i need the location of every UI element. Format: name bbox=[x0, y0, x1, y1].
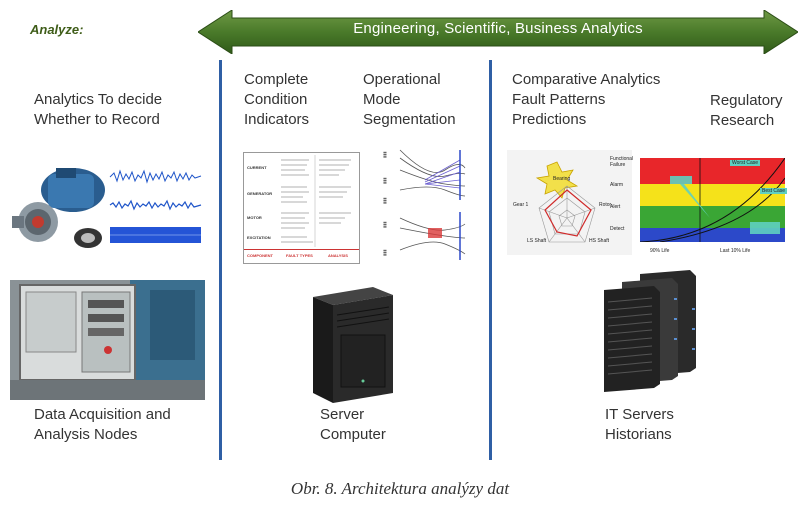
data-acquisition-photo bbox=[10, 280, 205, 400]
left-bottom-text: Data Acquisition and Analysis Nodes bbox=[34, 405, 171, 445]
table-row-label: MOTOR bbox=[247, 215, 262, 220]
left-bottom-line-1: Data Acquisition and bbox=[34, 406, 171, 423]
table-text-lines bbox=[281, 155, 351, 247]
radar-label: Rotor bbox=[599, 202, 612, 208]
regulatory-y-label: Alarm bbox=[610, 182, 624, 188]
table-row-label: GENERATOR bbox=[247, 191, 273, 196]
band-yellow bbox=[640, 184, 785, 206]
radar-label: Bearing bbox=[553, 176, 571, 182]
regulatory-x-label: 90% Life bbox=[650, 248, 670, 254]
right-heading-a-line-2: Fault Patterns bbox=[512, 91, 606, 108]
left-top-line-1: Analytics To decide bbox=[34, 91, 163, 108]
column-divider-left bbox=[219, 60, 222, 460]
left-top-text: Analytics To decide Whether to Record bbox=[34, 90, 162, 130]
svg-text:▮▮▮: ▮▮▮ bbox=[382, 151, 387, 158]
right-bottom-line-2: Historians bbox=[605, 426, 672, 443]
middle-heading-b-line-3: Segmentation bbox=[363, 111, 456, 128]
radar-chart-graphic bbox=[535, 161, 596, 243]
regulatory-callout: Best Case bbox=[760, 188, 788, 194]
left-bottom-line-2: Analysis Nodes bbox=[34, 426, 138, 443]
table-footer-label: FAULT TYPES bbox=[286, 253, 313, 258]
waveform-plot bbox=[108, 163, 203, 255]
table-footer-label: COMPONENT bbox=[247, 253, 273, 258]
mode-segmentation-plot: ▮▮▮ ▮▮▮ ▮▮▮ ▮▮▮ ▮▮▮ bbox=[382, 149, 466, 260]
right-bottom-text: IT Servers Historians bbox=[605, 405, 674, 445]
regulatory-callout: Worst Case bbox=[730, 160, 761, 166]
figure-caption: Obr. 8. Architektura analýzy dat bbox=[290, 479, 510, 498]
svg-text:▮▮▮: ▮▮▮ bbox=[382, 249, 387, 256]
radar-label: Gear 1 bbox=[513, 202, 529, 208]
regulatory-x-label: Last 10% Life bbox=[720, 248, 751, 254]
column-divider-right bbox=[489, 60, 492, 460]
middle-bottom-line-2: Computer bbox=[320, 426, 386, 443]
condition-indicators-table: CURRENT GENERATOR MOTOR EXCITATION COMPO… bbox=[243, 152, 360, 264]
right-heading-a-line-3: Predictions bbox=[512, 111, 587, 128]
radar-label: HS Shaft bbox=[589, 238, 610, 244]
middle-heading-a-line-3: Indicators bbox=[244, 111, 310, 128]
regulatory-chart: Functional Failure Alarm Alert Detect Wo… bbox=[610, 152, 788, 260]
middle-heading-b: Operational Mode Segmentation bbox=[363, 70, 456, 130]
radar-label: LS Shaft bbox=[527, 238, 547, 244]
server-computer-icon bbox=[313, 287, 393, 403]
svg-text:▮▮▮: ▮▮▮ bbox=[382, 177, 387, 184]
regulatory-y-label: Alert bbox=[610, 204, 621, 210]
regulatory-y-label: Functional Failure bbox=[610, 156, 634, 168]
middle-heading-a-line-2: Condition bbox=[244, 91, 308, 108]
right-heading-a: Comparative Analytics Fault Patterns Pre… bbox=[512, 70, 660, 130]
right-heading-b-line-2: Research bbox=[710, 112, 775, 129]
right-heading-a-line-1: Comparative Analytics bbox=[512, 71, 661, 88]
right-heading-b-line-1: Regulatory bbox=[710, 92, 783, 109]
it-servers-icon bbox=[604, 270, 696, 392]
table-footer-label: ANALYSIS bbox=[328, 253, 348, 258]
band-blue bbox=[640, 228, 785, 242]
regulatory-curves bbox=[640, 158, 785, 242]
table-footer-rule bbox=[244, 249, 359, 250]
band-red bbox=[640, 158, 785, 184]
banner-double-arrow bbox=[198, 10, 798, 54]
regulatory-y-label: Detect bbox=[610, 226, 625, 232]
right-bottom-line-1: IT Servers bbox=[605, 406, 674, 423]
banner-title: Engineering, Scientific, Business Analyt… bbox=[353, 20, 643, 37]
left-top-line-2: Whether to Record bbox=[34, 111, 160, 128]
right-heading-b: Regulatory Research bbox=[710, 91, 783, 131]
middle-heading-b-line-2: Mode bbox=[363, 91, 401, 108]
middle-heading-b-line-1: Operational bbox=[363, 71, 441, 88]
middle-bottom-text: Server Computer bbox=[320, 405, 386, 445]
middle-heading-a-line-1: Complete bbox=[244, 71, 309, 88]
svg-text:▮▮▮: ▮▮▮ bbox=[382, 221, 387, 228]
table-row-label: EXCITATION bbox=[247, 235, 271, 240]
middle-bottom-line-1: Server bbox=[320, 406, 365, 423]
middle-heading-a: Complete Condition Indicators bbox=[244, 70, 309, 130]
svg-text:▮▮▮: ▮▮▮ bbox=[382, 197, 387, 204]
table-row-label: CURRENT bbox=[247, 165, 267, 170]
motor-image bbox=[12, 168, 105, 248]
radar-chart: Bearing Gear 1 Rotor LS Shaft HS Shaft bbox=[507, 150, 632, 255]
analyze-label: Analyze: bbox=[30, 22, 84, 37]
